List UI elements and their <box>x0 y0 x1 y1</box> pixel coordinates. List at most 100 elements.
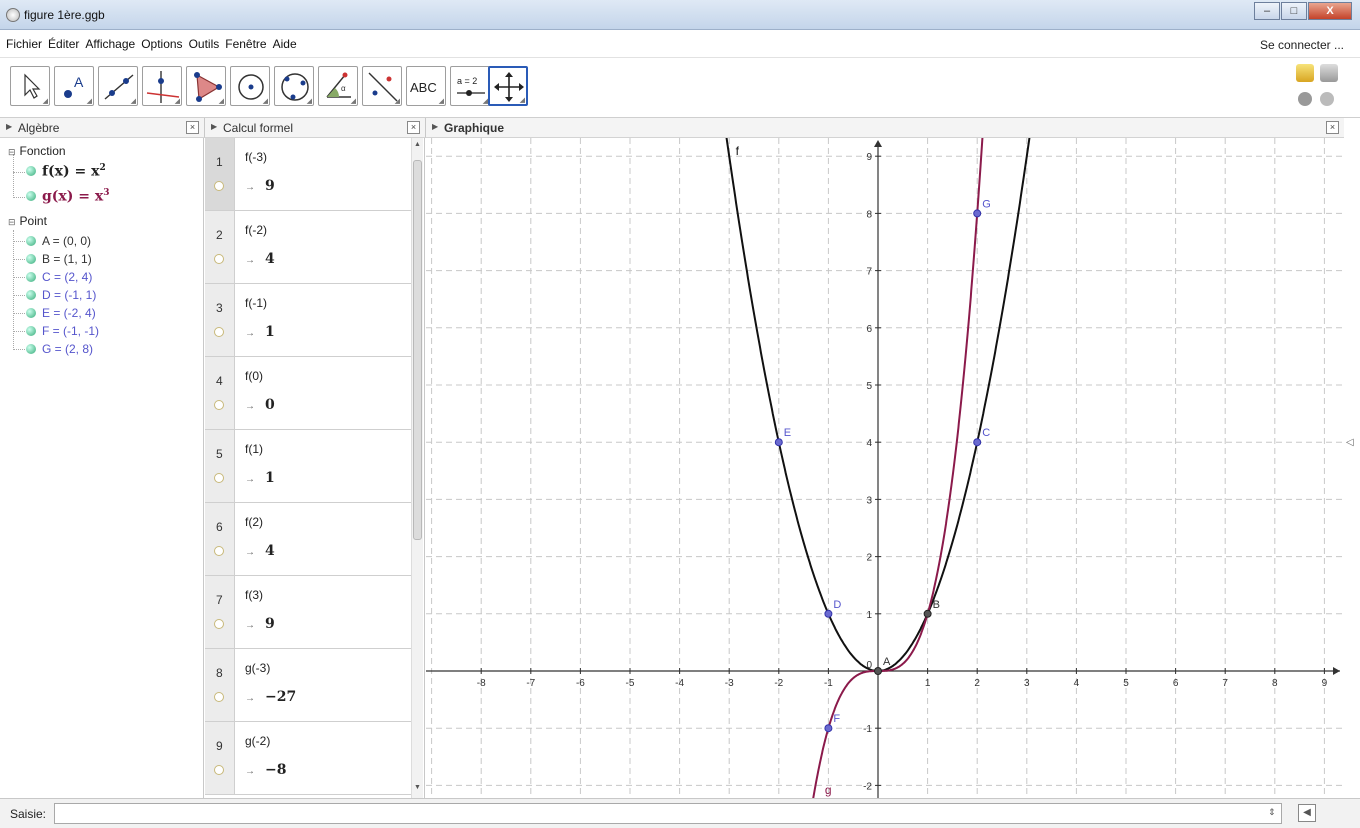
visibility-toggle-icon[interactable] <box>26 272 36 282</box>
menu-editer[interactable]: Éditer <box>48 36 80 51</box>
menu-outils[interactable]: Outils <box>188 36 220 51</box>
cas-input[interactable]: f(0) <box>245 369 263 383</box>
cas-row-header[interactable]: 7 <box>205 576 235 648</box>
text-tool-button[interactable]: ABC ◢ <box>406 66 446 106</box>
side-panel-toggle-icon[interactable]: ◁ <box>1346 437 1354 448</box>
polygon-tool-button[interactable]: ◢ <box>186 66 226 106</box>
cas-input[interactable]: g(-2) <box>245 734 271 748</box>
panel-expand-icon[interactable]: ▶ <box>211 122 218 131</box>
cas-output-toggle-icon[interactable] <box>214 692 224 702</box>
redo-icon[interactable] <box>1320 64 1338 82</box>
cas-input[interactable]: f(1) <box>245 442 263 456</box>
circle-tool-button[interactable]: ◢ <box>230 66 270 106</box>
help-icon[interactable] <box>1298 92 1312 106</box>
visibility-toggle-icon[interactable] <box>26 308 36 318</box>
minimize-button[interactable]: – <box>1254 2 1280 20</box>
list-item[interactable]: B = (1, 1) <box>26 250 92 268</box>
cas-row-header[interactable]: 2 <box>205 211 235 283</box>
cas-input[interactable]: f(-1) <box>245 296 267 310</box>
history-spinner-icon[interactable]: ⇕ <box>1268 807 1276 817</box>
sign-in-link[interactable]: Se connecter ... <box>1259 38 1344 52</box>
cas-row-header[interactable]: 3 <box>205 284 235 356</box>
maximize-button[interactable]: □ <box>1281 2 1307 20</box>
cas-output-toggle-icon[interactable] <box>214 400 224 410</box>
undo-icon[interactable] <box>1296 64 1314 82</box>
visibility-toggle-icon[interactable] <box>26 254 36 264</box>
slider-tool-button[interactable]: a = 2 ◢ <box>450 66 490 106</box>
line-tool-button[interactable]: ◢ <box>98 66 138 106</box>
visibility-toggle-icon[interactable] <box>26 166 36 176</box>
list-item[interactable]: E = (-2, 4) <box>26 304 96 322</box>
close-graphics-panel-button[interactable]: × <box>1326 121 1339 134</box>
panel-expand-icon[interactable]: ▶ <box>432 122 439 131</box>
cas-row-header[interactable]: 4 <box>205 357 235 429</box>
cas-input[interactable]: f(-2) <box>245 223 267 237</box>
menu-aide[interactable]: Aide <box>272 36 297 51</box>
cas-output-toggle-icon[interactable] <box>214 619 224 629</box>
cas-input[interactable]: f(2) <box>245 515 263 529</box>
list-item[interactable]: f(x) = x2 <box>26 162 106 180</box>
list-item[interactable]: C = (2, 4) <box>26 268 92 286</box>
scrollbar-thumb[interactable] <box>413 160 422 540</box>
perpendicular-tool-button[interactable]: ◢ <box>142 66 182 106</box>
cas-input[interactable]: g(-3) <box>245 661 271 675</box>
cas-scrollbar[interactable]: ▲ ▼ <box>411 138 423 798</box>
cas-row-header[interactable]: 9 <box>205 722 235 794</box>
command-input[interactable] <box>54 803 1282 824</box>
list-item[interactable]: G = (2, 8) <box>26 340 93 358</box>
visibility-toggle-icon[interactable] <box>26 290 36 300</box>
menu-fenetre[interactable]: Fenêtre <box>225 36 267 51</box>
visibility-toggle-icon[interactable] <box>26 326 36 336</box>
cas-output-toggle-icon[interactable] <box>214 765 224 775</box>
list-item[interactable]: g(x) = x3 <box>26 187 110 205</box>
cas-output-toggle-icon[interactable] <box>214 181 224 191</box>
function-group[interactable]: ⊟Fonction <box>8 144 66 158</box>
list-item[interactable]: F = (-1, -1) <box>26 322 99 340</box>
cas-output-toggle-icon[interactable] <box>214 327 224 337</box>
angle-tool-button[interactable]: α ◢ <box>318 66 358 106</box>
cas-output-toggle-icon[interactable] <box>214 546 224 556</box>
panel-expand-icon[interactable]: ▶ <box>6 122 13 131</box>
reflect-tool-button[interactable]: ◢ <box>362 66 402 106</box>
cas-input[interactable]: f(3) <box>245 588 263 602</box>
cas-row-header[interactable]: 1 <box>205 138 235 210</box>
close-button[interactable]: X <box>1308 2 1352 20</box>
cas-output-toggle-icon[interactable] <box>214 254 224 264</box>
gear-icon[interactable] <box>1320 92 1334 106</box>
move-tool-button[interactable]: ◢ <box>10 66 50 106</box>
conic-tool-button[interactable]: ◢ <box>274 66 314 106</box>
collapse-icon[interactable]: ⊟ <box>8 217 16 227</box>
move-view-tool-button[interactable]: ◢ <box>488 66 528 106</box>
close-algebra-panel-button[interactable]: × <box>186 121 199 134</box>
visibility-toggle-icon[interactable] <box>26 344 36 354</box>
keyboard-toggle-button[interactable]: ◀ <box>1298 804 1316 822</box>
menu-options[interactable]: Options <box>141 36 183 51</box>
collapse-icon[interactable]: ⊟ <box>8 147 16 157</box>
cas-row-header[interactable]: 5 <box>205 430 235 502</box>
point-tool-button[interactable]: A ◢ <box>54 66 94 106</box>
menu-fichier[interactable]: Fichier <box>6 36 43 51</box>
point-group[interactable]: ⊟Point <box>8 214 47 228</box>
list-item[interactable]: D = (-1, 1) <box>26 286 96 304</box>
cas-output-toggle-icon[interactable] <box>214 473 224 483</box>
cas-row-header[interactable]: 6 <box>205 503 235 575</box>
cas-row-header[interactable]: 8 <box>205 649 235 721</box>
list-item[interactable]: A = (0, 0) <box>26 232 91 250</box>
cas-input[interactable]: f(-3) <box>245 150 267 164</box>
visibility-toggle-icon[interactable] <box>26 191 36 201</box>
cas-row-number: 7 <box>216 593 223 607</box>
close-cas-panel-button[interactable]: × <box>407 121 420 134</box>
menu-affichage[interactable]: Affichage <box>85 36 136 51</box>
visibility-toggle-icon[interactable] <box>26 236 36 246</box>
